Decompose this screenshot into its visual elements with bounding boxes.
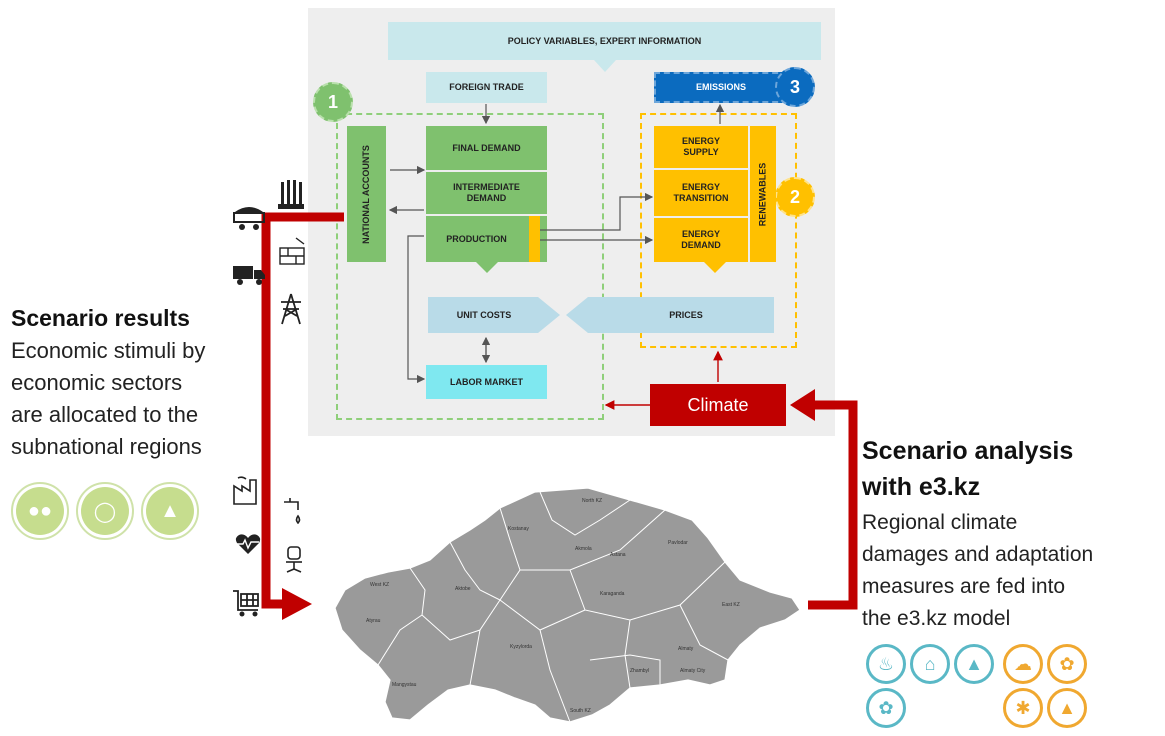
region-kostanay: Kostanay	[508, 526, 529, 532]
unit-costs-arrow-shape	[428, 297, 560, 333]
economy-group	[336, 113, 604, 420]
badge-1: 1	[313, 82, 353, 122]
map-shape	[334, 487, 801, 723]
energy-demand-box: ENERGY DEMAND	[654, 218, 748, 262]
prices-label: PRICES	[669, 309, 703, 320]
wind-turbine-icon: ✱	[1003, 688, 1043, 728]
badge-3: 3	[775, 67, 815, 107]
brick-wall-icon	[279, 237, 305, 265]
scenario-analysis-title-2: with e3.kz	[862, 473, 981, 501]
final-demand-box: FINAL DEMAND	[426, 126, 547, 170]
production-box: PRODUCTION	[426, 216, 547, 262]
policy-pointer	[594, 60, 616, 72]
region-astana: Astana	[610, 552, 626, 558]
scenario-analysis-line-3: measures are fed into	[862, 575, 1066, 598]
growth-chart-icon: ▲	[141, 482, 199, 540]
cost-price-arrows	[428, 297, 774, 333]
emissions-box: EMISSIONS	[654, 72, 788, 103]
prices-arrow-shape	[566, 297, 774, 333]
region-pavlodar: Pavlodar	[668, 540, 688, 546]
energy-supply-box: ENERGY SUPPLY	[654, 126, 748, 168]
region-akmola: Akmola	[575, 546, 592, 552]
renewables-box: RENEWABLES	[750, 126, 776, 262]
region-east-kz: East KZ	[722, 602, 740, 608]
region-karaganda: Karaganda	[600, 591, 625, 597]
badge-2: 2	[775, 177, 815, 217]
model-connectors	[388, 103, 725, 410]
truck-icon	[233, 266, 265, 285]
production-energy-strip	[529, 216, 540, 262]
region-kyzylorda: Kyzylorda	[510, 644, 532, 650]
kazakhstan-map: North KZ Kostanay Akmola Astana Pavlodar…	[334, 487, 801, 723]
production-pointer	[476, 262, 498, 273]
crop-growth-icon: ✿	[1047, 644, 1087, 684]
rain-cloud-icon: ☁	[1003, 644, 1043, 684]
mine-cart-icon	[233, 207, 265, 230]
office-chair-icon	[286, 546, 302, 573]
shopping-cart-icon	[233, 590, 259, 617]
scenario-analysis-line-4: the e3.kz model	[862, 607, 1011, 630]
crop-decline-icon: ✿	[866, 688, 906, 728]
wheat-icon	[278, 180, 304, 209]
coins-icon-fill: ◯	[81, 487, 129, 535]
people-icon: ●●	[11, 482, 69, 540]
region-mangystau: Mangystau	[392, 682, 417, 688]
scenario-analysis-line-2: damages and adaptation	[862, 543, 1094, 566]
climate-box[interactable]: Climate	[650, 384, 786, 426]
foreign-trade-box: FOREIGN TRADE	[426, 72, 547, 103]
arrow-to-map	[282, 588, 312, 620]
factory-icon	[233, 476, 257, 505]
water-tap-icon	[284, 498, 301, 525]
national-accounts-box: NATIONAL ACCOUNTS	[347, 126, 386, 262]
power-tower-teal-icon: ▲	[954, 644, 994, 684]
unit-costs-label: UNIT COSTS	[456, 309, 512, 320]
region-south-kz: South KZ	[570, 708, 591, 714]
region-west-kz: West KZ	[370, 582, 389, 588]
scenario-results-title: Scenario results	[11, 305, 190, 331]
heart-rate-icon	[235, 534, 261, 554]
region-zhambyl: Zhambyl	[630, 668, 649, 674]
thermometer-icon: ♨	[866, 644, 906, 684]
power-tower-orange-icon: ▲	[1047, 688, 1087, 728]
region-aktobe: Aktobe	[455, 586, 471, 592]
scenario-results-line-1: Economic stimuli by	[11, 338, 206, 363]
energy-pointer	[704, 262, 726, 273]
energy-group	[640, 113, 797, 348]
coins-icon: ◯	[76, 482, 134, 540]
labor-market-box: LABOR MARKET	[426, 365, 547, 399]
scenario-analysis-title-1: Scenario analysis	[862, 437, 1074, 465]
scenario-results-line-4: subnational regions	[11, 434, 202, 459]
scenario-analysis-line-1: Regional climate	[862, 511, 1018, 534]
region-atyrau: Atyrau	[366, 618, 381, 624]
growth-chart-icon-fill: ▲	[146, 487, 194, 535]
flood-house-icon: ⌂	[910, 644, 950, 684]
intermediate-demand-box: INTERMEDIATE DEMAND	[426, 172, 547, 214]
arrow-to-climate	[790, 389, 815, 421]
scenario-results-line-2: economic sectors	[11, 370, 183, 395]
region-almaty: Almaty	[678, 646, 694, 652]
energy-transition-box: ENERGY TRANSITION	[654, 170, 748, 216]
scenario-results-line-3: are allocated to the	[11, 402, 199, 427]
policy-banner: POLICY VARIABLES, EXPERT INFORMATION	[388, 22, 821, 60]
power-tower-icon	[281, 293, 301, 325]
people-icon-fill: ●●	[16, 487, 64, 535]
region-almaty-city: Almaty City	[680, 668, 706, 674]
region-north-kz: North KZ	[582, 498, 602, 504]
